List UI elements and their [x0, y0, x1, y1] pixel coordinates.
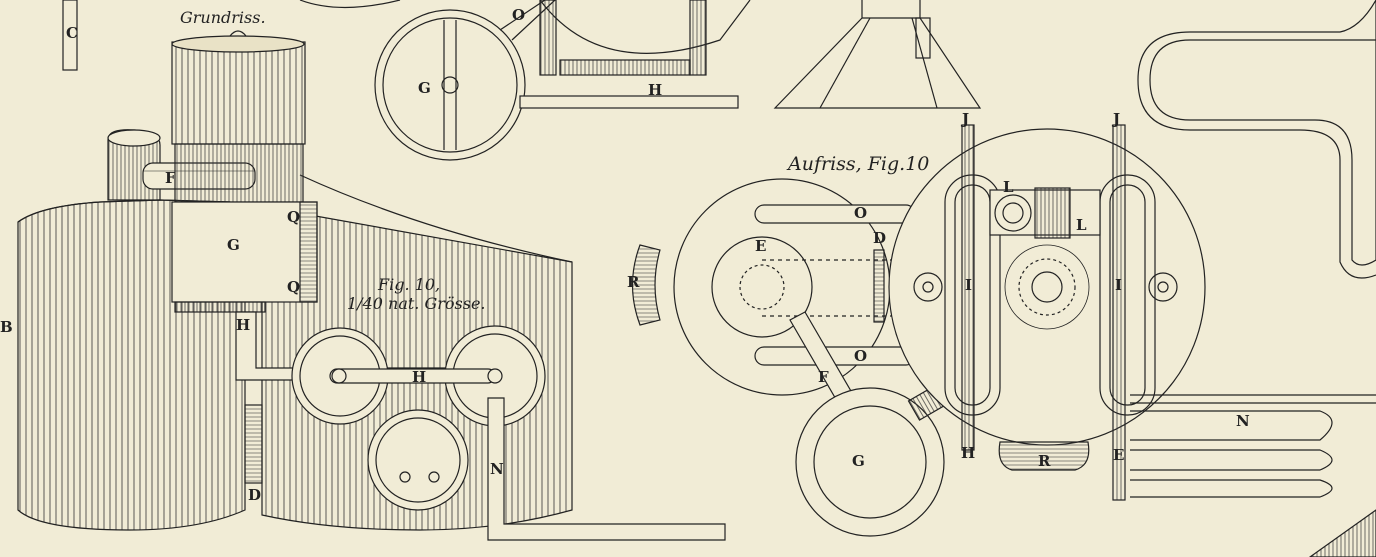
label-h-left-top: H	[236, 316, 250, 334]
scale-label: 1/40 nat. Grösse.	[347, 294, 486, 313]
label-d-right: D	[873, 229, 886, 247]
top-center-parts	[299, 0, 982, 161]
label-f-right: F	[818, 368, 829, 386]
aufriss-title: Aufriss, Fig.10	[786, 153, 929, 175]
label-i-right: I	[1115, 276, 1122, 294]
label-o-upper: O	[854, 204, 867, 222]
label-e-left: E	[755, 237, 766, 255]
label-c: C	[66, 24, 78, 42]
label-h-right: H	[961, 444, 975, 462]
label-r-left: R	[627, 273, 640, 291]
label-g-right: G	[852, 452, 865, 470]
label-l-lower: L	[1076, 216, 1087, 234]
label-i-left: I	[965, 276, 972, 294]
label-h-top: H	[648, 81, 662, 99]
left-elevation	[17, 0, 726, 541]
label-l-upper: L	[1003, 178, 1014, 196]
label-g-left: G	[227, 236, 240, 254]
label-n-right: N	[1236, 412, 1250, 430]
label-o-lower: O	[854, 347, 867, 365]
label-h-left-pipe: H	[412, 368, 426, 386]
label-g-top: G	[418, 79, 431, 97]
label-q-lower: Q	[287, 278, 300, 296]
label-d-left: D	[248, 486, 261, 504]
grundriss-title: Grundriss.	[180, 8, 266, 27]
figure-label: Fig. 10,	[377, 275, 440, 294]
label-n-left: N	[490, 460, 504, 478]
label-q-upper: Q	[287, 208, 300, 226]
label-b: B	[0, 318, 13, 336]
label-j-right: J	[1111, 110, 1120, 128]
label-j-left: J	[960, 110, 969, 128]
label-f-left: F	[165, 169, 176, 187]
label-e-right: E	[1113, 446, 1124, 464]
label-o-top: O	[512, 6, 525, 24]
label-r-bottom: R	[1038, 452, 1051, 470]
right-section	[631, 0, 1376, 557]
